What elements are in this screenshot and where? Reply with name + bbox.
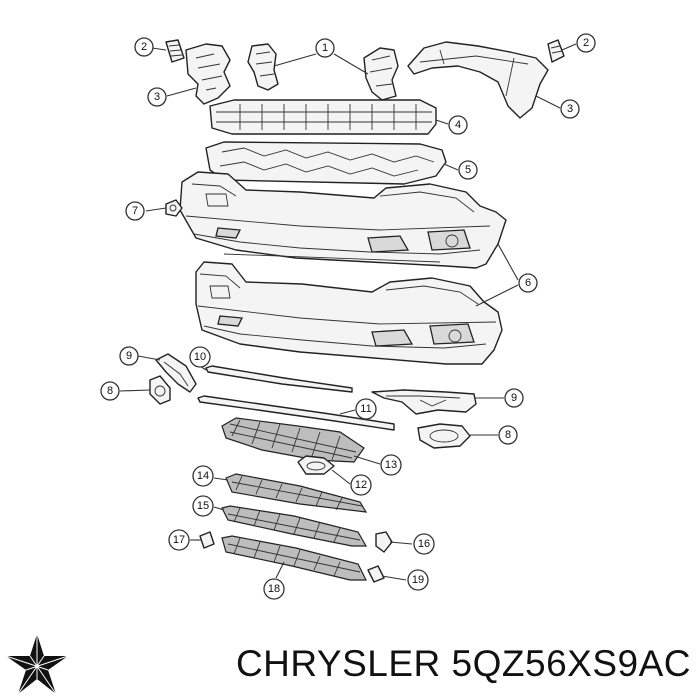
callout-number: 1: [322, 42, 328, 54]
callout-number: 9: [511, 392, 517, 404]
callout-c17: 17: [168, 529, 190, 551]
callout-number: 10: [194, 351, 206, 363]
callout-c13: 13: [380, 454, 402, 476]
part-fender-flare-right: [407, 41, 549, 119]
part-retainer-right: [375, 531, 393, 553]
callout-c15: 15: [192, 495, 214, 517]
callout-c8b: 8: [498, 425, 518, 445]
callout-c10: 10: [189, 346, 211, 368]
callout-c2a: 2: [134, 37, 154, 57]
callout-number: 2: [141, 41, 147, 53]
callout-c9b: 9: [504, 388, 524, 408]
part-impact-bar: [209, 99, 437, 135]
callout-c5: 5: [458, 160, 478, 180]
callout-number: 5: [465, 164, 471, 176]
part-clip-right: [547, 39, 565, 63]
callout-c6: 6: [518, 273, 538, 293]
callout-number: 7: [132, 205, 138, 217]
callout-number: 11: [360, 403, 371, 415]
callout-number: 8: [107, 385, 113, 397]
callout-c9a: 9: [119, 346, 139, 366]
callout-number: 3: [154, 91, 160, 103]
part-energy-absorber: [205, 141, 447, 185]
callout-number: 16: [418, 538, 430, 550]
callout-number: 6: [525, 277, 531, 289]
part-bumper-fascia-upper: [179, 171, 507, 269]
callout-c18: 18: [263, 578, 285, 600]
callout-c3b: 3: [560, 99, 580, 119]
part-grille-mesh-upper: [221, 417, 365, 463]
callout-c1: 1: [315, 38, 335, 58]
chrysler-pentastar-icon: [5, 634, 69, 695]
part-clip-left: [165, 39, 185, 63]
callout-c7: 7: [125, 201, 145, 221]
callout-number: 18: [268, 583, 280, 595]
callout-number: 12: [355, 479, 367, 491]
callout-c16: 16: [413, 533, 435, 555]
callout-c4: 4: [448, 115, 468, 135]
part-bracket-inner-left: [247, 43, 279, 91]
callout-number: 3: [567, 103, 573, 115]
callout-c3a: 3: [147, 87, 167, 107]
callout-number: 17: [173, 534, 185, 546]
callout-c2b: 2: [576, 33, 596, 53]
part-fog-trim-left: [149, 375, 171, 405]
callout-number: 2: [583, 37, 589, 49]
callout-c14: 14: [192, 465, 214, 487]
part-fog-bezel-left: [155, 353, 197, 393]
part-trim-strip-upper: [205, 365, 353, 393]
brand-part-number: CHRYSLER 5QZ56XS9AC: [235, 643, 691, 684]
part-bumper-fascia-lower: [195, 261, 503, 365]
part-cap: [297, 455, 335, 475]
part-retainer-bottom: [367, 565, 385, 583]
callout-number: 8: [505, 429, 511, 441]
part-fog-trim-right: [417, 423, 471, 449]
part-fog-bezel-right: [371, 389, 477, 415]
part-skid-grille: [221, 535, 367, 581]
callout-c11: 11: [355, 398, 377, 420]
part-grille-mesh-middle: [225, 473, 368, 513]
part-trim-strip-lower: [197, 395, 395, 431]
callout-number: 15: [197, 500, 209, 512]
callout-number: 13: [385, 459, 397, 471]
callout-c8a: 8: [100, 381, 120, 401]
part-sensor: [165, 199, 183, 217]
callout-c19: 19: [407, 569, 429, 591]
callout-number: 9: [126, 350, 132, 362]
callout-number: 14: [197, 470, 209, 482]
callout-number: 4: [455, 119, 461, 131]
part-bracket-inner-right: [363, 47, 399, 101]
callout-number: 19: [412, 574, 424, 586]
part-grille-mesh-lower: [221, 505, 368, 547]
part-retainer-left: [199, 531, 215, 549]
callout-c12: 12: [350, 474, 372, 496]
part-bracket-left: [185, 43, 231, 105]
